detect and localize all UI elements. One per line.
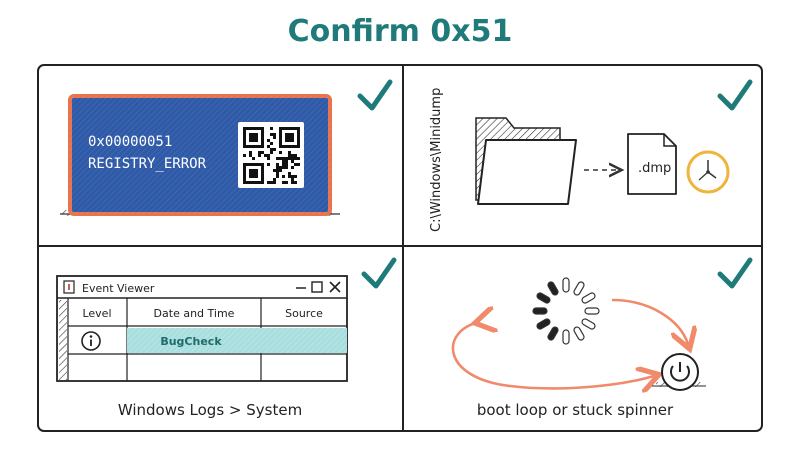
info-icon: [81, 331, 101, 351]
panel-grid-frame: [37, 64, 763, 432]
event-viewer-caption: Windows Logs > System: [118, 401, 302, 419]
spinner-icon: [532, 277, 600, 345]
boot-caption: boot loop or stuck spinner: [477, 401, 674, 419]
qr-code-icon: [238, 122, 304, 188]
bsod-stop-code: 0x00000051: [88, 134, 172, 150]
window-title: Event Viewer: [82, 282, 155, 295]
minidump-path: C:\Windows\Minidump: [429, 88, 444, 232]
bsod-error-name: REGISTRY_ERROR: [88, 156, 207, 172]
bugcheck-value: BugCheck: [160, 335, 222, 348]
maximize-icon[interactable]: [311, 281, 323, 293]
panel-bsod: 0x00000051 REGISTRY_ERROR: [60, 79, 393, 216]
column-header-date[interactable]: Date and Time: [154, 307, 235, 320]
folder-icon: [475, 117, 577, 205]
panel-minidump: C:\Windows\Minidump .dmp: [429, 79, 753, 232]
loop-arrow-right: [611, 298, 688, 344]
clock-icon: [686, 150, 730, 194]
app-icon: [63, 280, 75, 294]
checkmark-icon: [361, 257, 397, 289]
panel-boot: boot loop or stuck spinner: [451, 257, 753, 419]
close-icon[interactable]: [329, 281, 341, 293]
page-title: Confirm 0x51: [287, 14, 513, 49]
power-button-icon: [652, 353, 706, 391]
column-header-level[interactable]: Level: [82, 307, 111, 320]
table-row[interactable]: BugCheck: [68, 328, 347, 355]
checkmark-icon: [357, 79, 393, 111]
panel-event-viewer: Event Viewer Level Date and Time Source: [56, 257, 397, 419]
checkmark-icon: [717, 79, 753, 111]
dmp-file-icon: .dmp: [627, 133, 677, 195]
column-header-source[interactable]: Source: [285, 307, 323, 320]
loop-arrow-left: [451, 322, 654, 388]
dmp-file-label: .dmp: [638, 161, 671, 176]
checkmark-icon: [717, 257, 753, 289]
